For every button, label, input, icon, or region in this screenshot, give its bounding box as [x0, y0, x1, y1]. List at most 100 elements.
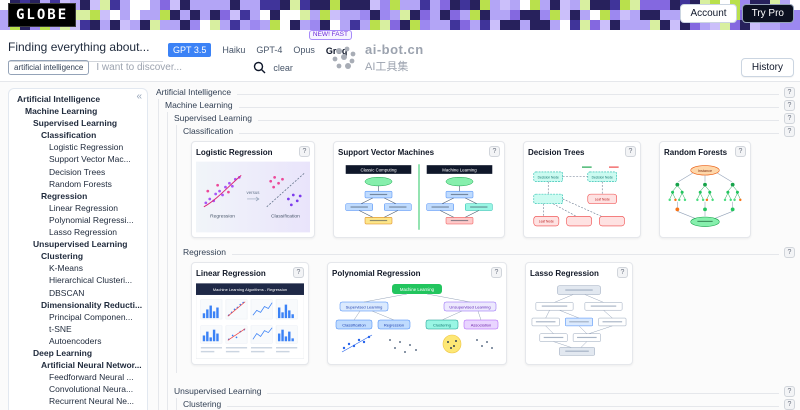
svg-text:Association: Association — [471, 322, 491, 327]
tree-item-principal-componen[interactable]: Principal Componen... — [49, 311, 133, 322]
card-illustration-lasso-regression — [530, 282, 628, 360]
tree-item-t-sne[interactable]: t-SNE — [49, 323, 72, 334]
tree-item-classification[interactable]: Classification — [41, 130, 97, 141]
tree-item-artificial-intelligence[interactable]: Artificial Intelligence — [17, 94, 101, 104]
tree-item-random-forests[interactable]: Random Forests — [49, 178, 112, 189]
card-illustration-decision-trees: Decision Node Decision Node Leaf Node — [528, 161, 636, 233]
help-button-supervised[interactable]: ? — [784, 113, 795, 124]
help-button-ai[interactable]: ? — [784, 87, 795, 98]
section-divider — [239, 133, 779, 134]
section-supervised-learning: Supervised Learning ? Classification — [174, 112, 795, 373]
model-gpt35-button[interactable]: GPT 3.5 — [168, 43, 212, 57]
card-title: Polynomial Regression — [332, 268, 421, 278]
help-button-classification[interactable]: ? — [784, 126, 795, 137]
svg-text:versus: versus — [247, 190, 261, 195]
tree-item-k-means[interactable]: K-Means — [49, 263, 84, 274]
section-label-ml: Machine Learning — [165, 100, 233, 110]
model-opus-button[interactable]: Opus — [293, 45, 315, 55]
history-button[interactable]: History — [740, 58, 794, 77]
card-title: Lasso Regression — [530, 268, 599, 278]
tree-item-decision-trees[interactable]: Decision Trees — [49, 166, 106, 177]
tree-item-feedforward-neural[interactable]: Feedforward Neural ... — [49, 372, 134, 383]
card-help-button[interactable]: ? — [489, 146, 500, 157]
section-label-unsupervised: Unsupervised Learning — [174, 386, 262, 396]
tree-item-logistic-regression[interactable]: Logistic Regression — [49, 142, 124, 153]
help-button-ml[interactable]: ? — [784, 100, 795, 111]
tree-item-unsupervised-learning[interactable]: Unsupervised Learning — [33, 239, 128, 250]
card-title: Random Forests — [664, 147, 728, 157]
section-label-ai: Artificial Intelligence — [156, 87, 232, 97]
card-illustration-random-forests: Instance — [664, 161, 746, 233]
svg-text:Instance: Instance — [698, 169, 712, 173]
section-divider — [238, 107, 779, 108]
card-linear-regression[interactable]: Linear Regression ? — [191, 262, 309, 365]
section-classification: Classification ? — [183, 125, 795, 246]
sidebar-collapse-icon[interactable]: « — [136, 91, 142, 102]
try-pro-button[interactable]: Try Pro — [741, 4, 794, 23]
tree-item-dimensionality-reducti[interactable]: Dimensionality Reducti... — [41, 299, 143, 310]
search-area: Finding everything about... GPT 3.5 Haik… — [0, 30, 800, 82]
tree-item-deep-learning[interactable]: Deep Learning — [33, 347, 93, 358]
tree-item-convolutional-neura[interactable]: Convolutional Neura... — [49, 384, 134, 395]
globe-logo[interactable]: GLOBE — [8, 3, 77, 27]
section-unsupervised-learning: Unsupervised Learning ? Clustering — [174, 385, 795, 410]
svg-text:Clustering: Clustering — [433, 322, 451, 327]
help-button-unsupervised[interactable]: ? — [784, 386, 795, 397]
regression-cards-row: Linear Regression ? — [183, 259, 795, 373]
card-help-button[interactable]: ? — [617, 267, 628, 278]
tree-item-clustering[interactable]: Clustering — [41, 251, 84, 262]
svg-text:Decision Node: Decision Node — [592, 175, 613, 179]
search-input[interactable] — [96, 62, 247, 73]
search-icon[interactable] — [253, 61, 266, 74]
watermark-dots-logo — [332, 46, 356, 69]
card-decision-trees[interactable]: Decision Trees ? — [523, 141, 641, 238]
finding-label-wrap: Finding everything about... — [8, 38, 163, 62]
help-button-clustering[interactable]: ? — [784, 399, 795, 410]
section-artificial-intelligence: Artificial Intelligence ? Machine Learni… — [156, 86, 795, 410]
tree-item-recurrent-neural-ne[interactable]: Recurrent Neural Ne... — [49, 396, 135, 407]
query-chip[interactable]: artificial intelligence — [8, 60, 90, 75]
model-gpt4-button[interactable]: GPT-4 — [256, 45, 283, 55]
tree-item-dbscan[interactable]: DBSCAN — [49, 287, 85, 298]
card-help-button[interactable]: ? — [735, 146, 746, 157]
svg-text:Decision Node: Decision Node — [538, 175, 559, 179]
card-lasso-regression[interactable]: Lasso Regression ? — [525, 262, 633, 365]
tree-item-hierarchical-clusteri[interactable]: Hierarchical Clusteri... — [49, 275, 133, 286]
section-divider — [227, 406, 779, 407]
card-help-button[interactable]: ? — [491, 267, 502, 278]
tree-item-support-vector-mac[interactable]: Support Vector Mac... — [49, 154, 131, 165]
svg-text:Classic Computing: Classic Computing — [360, 167, 397, 172]
tree-item-lasso-regression[interactable]: Lasso Regression — [49, 227, 118, 238]
card-logistic-regression[interactable]: Logistic Regression ? — [191, 141, 315, 238]
header-actions: Account Try Pro — [680, 4, 794, 23]
tree-item-supervised-learning[interactable]: Supervised Learning — [33, 118, 118, 129]
clear-button[interactable]: clear — [273, 62, 293, 73]
model-selector: GPT 3.5 Haiku GPT-4 Opus NEW! FAST Groq — [168, 30, 352, 59]
card-polynomial-regression[interactable]: Polynomial Regression ? — [327, 262, 507, 365]
tree-item-artificial-neural-networ[interactable]: Artificial Neural Networ... — [41, 360, 142, 371]
card-illustration-polynomial-regression: Machine Learning Supervised Learning Uns… — [332, 282, 502, 360]
card-random-forests[interactable]: Random Forests ? — [659, 141, 751, 238]
card-help-button[interactable]: ? — [299, 146, 310, 157]
tree-item-linear-regression[interactable]: Linear Regression — [49, 202, 118, 213]
section-label-classification: Classification — [183, 126, 234, 136]
card-support-vector-machines[interactable]: Support Vector Machines ? — [333, 141, 505, 238]
tree-item-polynomial-regressi[interactable]: Polynomial Regressi... — [49, 214, 134, 225]
card-help-button[interactable]: ? — [625, 146, 636, 157]
svg-text:Leaf Node: Leaf Node — [595, 197, 610, 201]
card-title: Linear Regression — [196, 268, 266, 278]
help-button-regression[interactable]: ? — [784, 247, 795, 258]
account-button[interactable]: Account — [680, 4, 737, 23]
tree-item-autoencoders[interactable]: Autoencoders — [49, 335, 102, 346]
content-area: Artificial Intelligence ? Machine Learni… — [156, 86, 795, 410]
section-regression: Regression ? Li — [183, 246, 795, 373]
tree-item-regression[interactable]: Regression — [41, 190, 88, 201]
tree-item-machine-learning[interactable]: Machine Learning — [25, 106, 98, 117]
svg-text:Leaf Node: Leaf Node — [539, 220, 554, 224]
model-haiku-button[interactable]: Haiku — [222, 45, 246, 55]
card-help-button[interactable]: ? — [293, 267, 304, 278]
classification-cards-row: Logistic Regression ? — [183, 138, 795, 246]
svg-text:Regression: Regression — [384, 322, 404, 327]
section-divider — [267, 393, 779, 394]
